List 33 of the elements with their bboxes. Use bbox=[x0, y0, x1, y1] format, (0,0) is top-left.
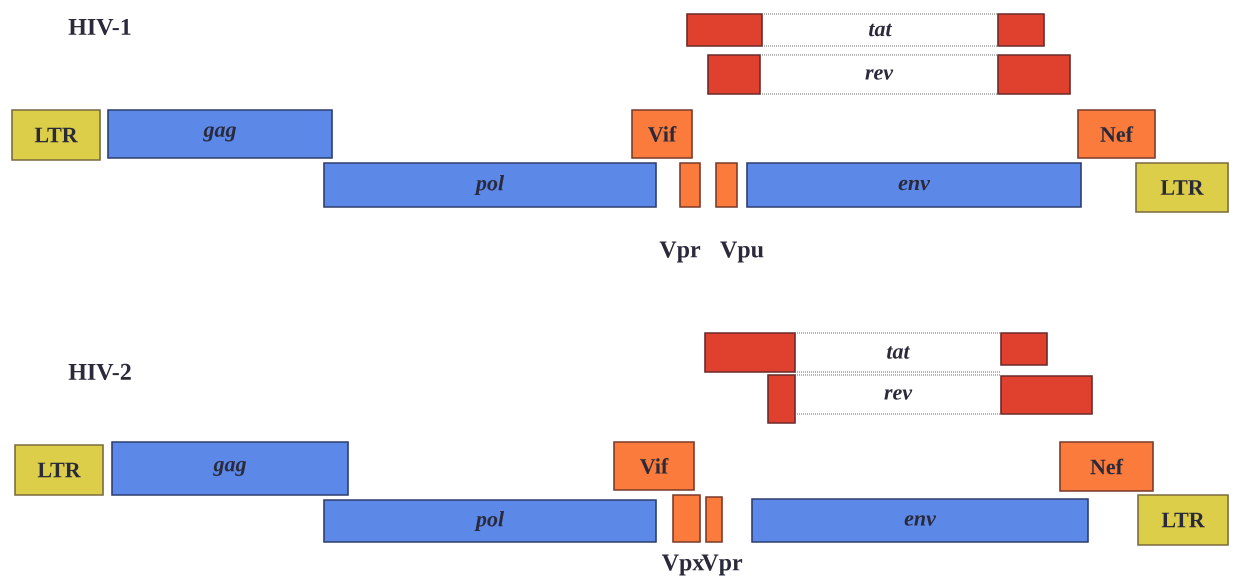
gene-box: gag bbox=[107, 109, 333, 159]
spliced-gene-band: rev bbox=[759, 54, 999, 95]
gene-box bbox=[672, 494, 701, 543]
gene-box: LTR bbox=[1137, 494, 1229, 546]
gene-box: pol bbox=[323, 499, 657, 543]
gene-box: LTR bbox=[1135, 162, 1229, 213]
gene-box: env bbox=[751, 498, 1089, 543]
exon-box bbox=[997, 54, 1071, 95]
gene-box bbox=[679, 162, 701, 208]
spliced-gene-band: tat bbox=[761, 13, 999, 47]
spliced-gene-band: rev bbox=[794, 374, 1002, 415]
virus-title: HIV-2 bbox=[68, 363, 131, 381]
gene-box: Nef bbox=[1077, 109, 1156, 159]
exon-box bbox=[997, 13, 1045, 47]
exon-box bbox=[1000, 375, 1093, 415]
gene-box: LTR bbox=[11, 109, 101, 161]
gene-box: gag bbox=[111, 441, 349, 496]
gene-box: LTR bbox=[14, 444, 104, 496]
gene-box: pol bbox=[323, 162, 657, 208]
gene-box bbox=[705, 496, 723, 543]
gene-box: Vif bbox=[631, 109, 693, 159]
gene-label: Vpu bbox=[720, 241, 764, 263]
gene-box: env bbox=[746, 162, 1082, 208]
gene-box: Nef bbox=[1059, 441, 1154, 492]
gene-label: Vpr bbox=[659, 241, 701, 263]
exon-box bbox=[686, 13, 763, 47]
exon-box bbox=[767, 374, 796, 424]
spliced-gene-band: tat bbox=[794, 332, 1002, 373]
exon-box bbox=[1000, 332, 1048, 366]
gene-box: Vif bbox=[613, 441, 695, 491]
virus-title: HIV-1 bbox=[68, 18, 131, 36]
gene-box bbox=[715, 162, 738, 208]
exon-box bbox=[707, 54, 761, 95]
